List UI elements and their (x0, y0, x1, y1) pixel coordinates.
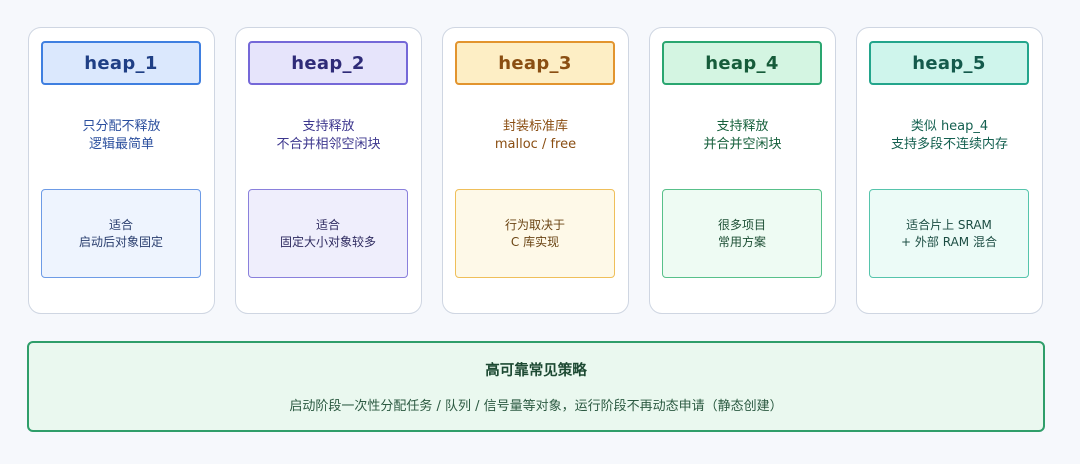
heap-2-desc-line-2: 不合并相邻空闲块 (276, 137, 381, 152)
heap-2-note-line-2: 固定大小对象较多 (279, 234, 376, 249)
heap-1-note-line-1: 适合 (108, 217, 133, 232)
heap-3-desc-line-1: 封装标准库 (502, 119, 568, 134)
heap-2-description: 支持释放 不合并相邻空闲块 (236, 118, 421, 154)
heap-1-card: heap_1 只分配不释放 逻辑最简单 适合 启动后对象固定 (28, 27, 215, 314)
heap-2-note-line-1: 适合 (315, 217, 340, 232)
strategy-title: 高可靠常见策略 (485, 363, 587, 379)
heap-4-note-line-1: 很多项目 (717, 217, 766, 232)
heap-3-desc-line-2: malloc / free (494, 137, 577, 152)
heap-2-use-case: 适合 固定大小对象较多 (248, 189, 408, 278)
heap-5-card: heap_5 类似 heap_4 支持多段不连续内存 适合片上 SRAM + 外… (856, 27, 1043, 314)
strategy-text: 启动阶段一次性分配任务 / 队列 / 信号量等对象，运行阶段不再动态申请（静态创… (289, 399, 783, 414)
heap-5-note-line-1: 适合片上 SRAM (906, 217, 992, 232)
heap-2-card: heap_2 支持释放 不合并相邻空闲块 适合 固定大小对象较多 (235, 27, 422, 314)
heap-3-card: heap_3 封装标准库 malloc / free 行为取决于 C 库实现 (442, 27, 629, 314)
heap-4-desc-line-1: 支持释放 (716, 119, 769, 134)
heap-3-note-line-2: C 库实现 (510, 234, 560, 249)
heap-4-title: heap_4 (662, 41, 822, 85)
heap-1-description: 只分配不释放 逻辑最简单 (29, 118, 214, 154)
heap-1-desc-line-2: 逻辑最简单 (88, 137, 154, 152)
heap-4-desc-line-2: 并合并空闲块 (703, 137, 782, 152)
heap-5-note-line-2: + 外部 RAM 混合 (901, 234, 997, 249)
heap-4-note-line-2: 常用方案 (717, 234, 766, 249)
heap-3-note-line-1: 行为取决于 (504, 217, 565, 232)
heap-4-card: heap_4 支持释放 并合并空闲块 很多项目 常用方案 (649, 27, 836, 314)
heap-4-description: 支持释放 并合并空闲块 (650, 118, 835, 154)
heap-4-use-case: 很多项目 常用方案 (662, 189, 822, 278)
heap-5-use-case: 适合片上 SRAM + 外部 RAM 混合 (869, 189, 1029, 278)
heap-1-title: heap_1 (41, 41, 201, 85)
heap-2-desc-line-1: 支持释放 (302, 119, 355, 134)
heap-5-description: 类似 heap_4 支持多段不连续内存 (857, 118, 1042, 154)
heap-5-desc-line-2: 支持多段不连续内存 (890, 137, 1008, 152)
reliability-strategy-banner: 高可靠常见策略 启动阶段一次性分配任务 / 队列 / 信号量等对象，运行阶段不再… (27, 341, 1045, 432)
heap-1-desc-line-1: 只分配不释放 (82, 119, 161, 134)
heap-3-use-case: 行为取决于 C 库实现 (455, 189, 615, 278)
heap-3-description: 封装标准库 malloc / free (443, 118, 628, 154)
heap-5-desc-line-1: 类似 heap_4 (910, 119, 989, 134)
heap-1-use-case: 适合 启动后对象固定 (41, 189, 201, 278)
heap-5-title: heap_5 (869, 41, 1029, 85)
heap-1-note-line-2: 启动后对象固定 (78, 234, 163, 249)
heap-3-title: heap_3 (455, 41, 615, 85)
heap-2-title: heap_2 (248, 41, 408, 85)
